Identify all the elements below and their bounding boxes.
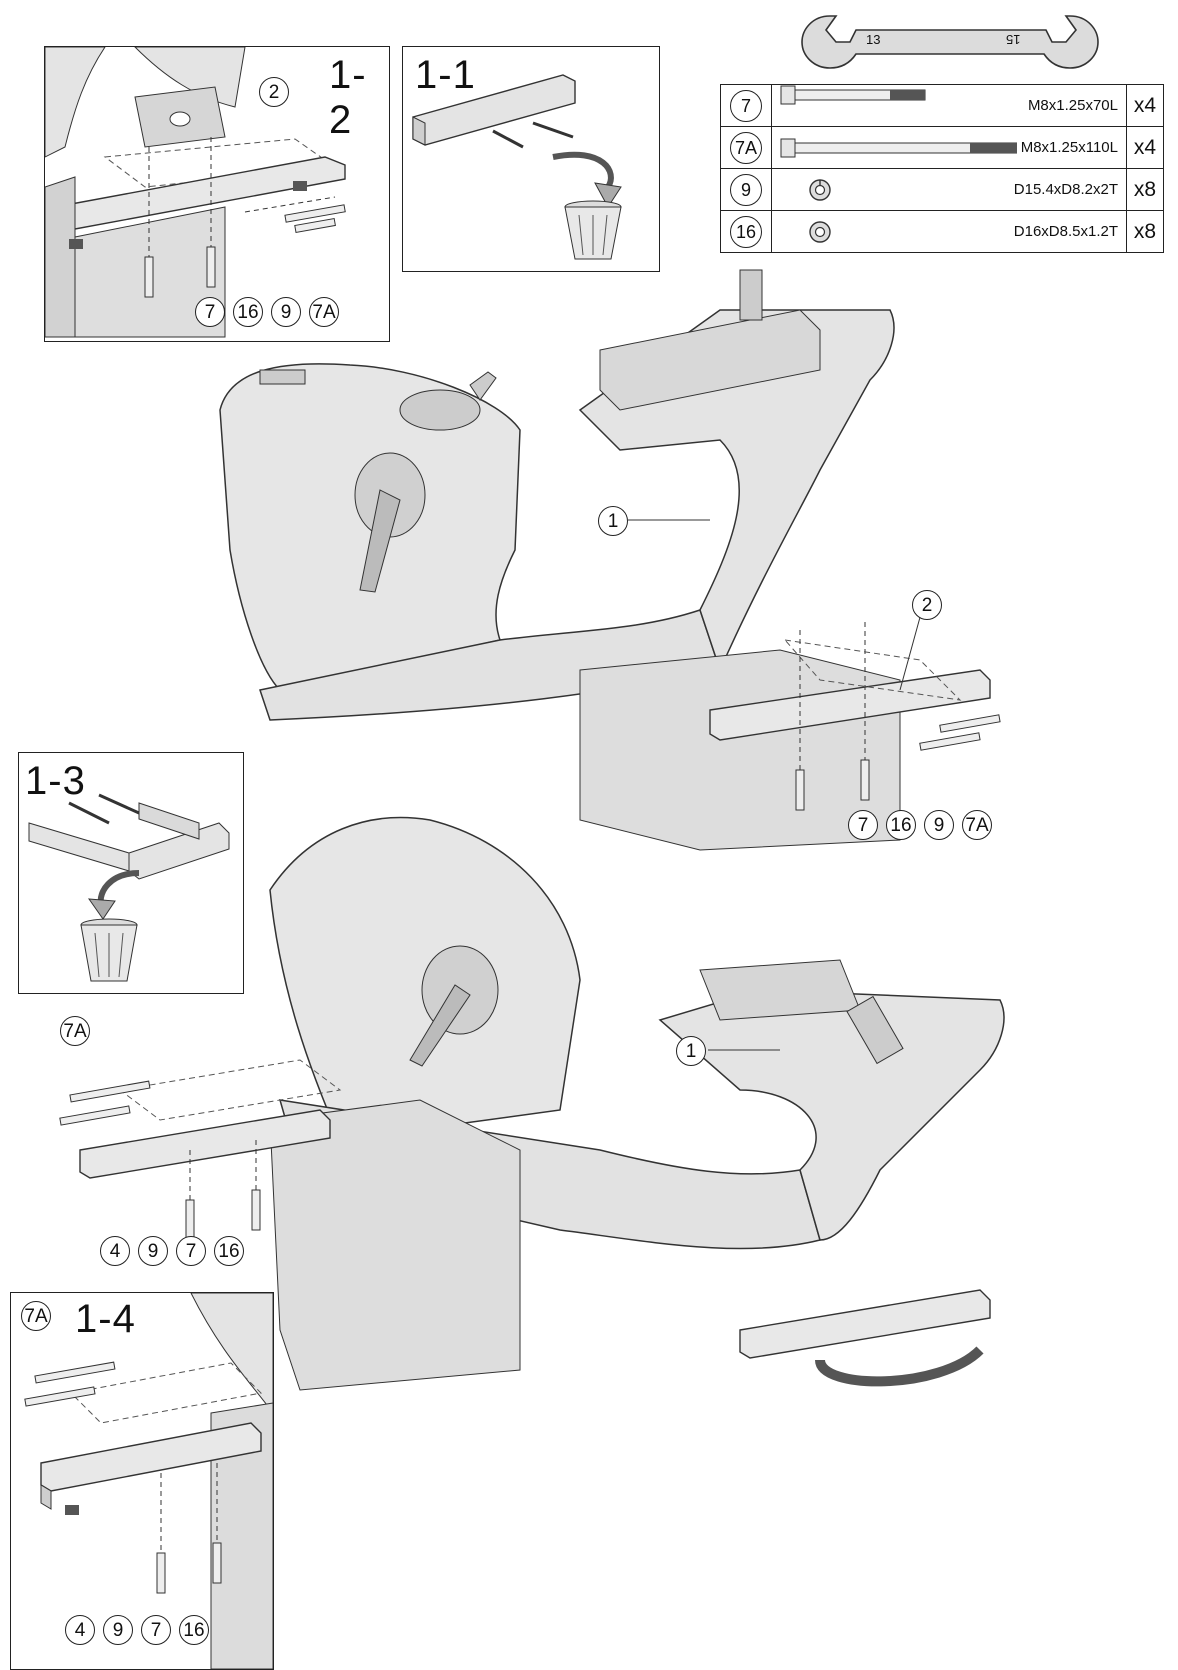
trash-bin-icon [564, 200, 622, 260]
callout-part-7: 7 [195, 297, 225, 327]
callout-part-16: 16 [214, 1236, 244, 1266]
step-1-3-panel: 1-3 [18, 752, 244, 994]
callout-part-2: 2 [259, 77, 289, 107]
callout-part-7: 7 [141, 1615, 171, 1645]
main-frame-assembly-top: 1 2 7 16 9 7A [200, 250, 1140, 860]
callout-part-4: 4 [65, 1615, 95, 1645]
callout-part-7: 7 [848, 810, 878, 840]
callout-part-9: 9 [271, 297, 301, 327]
hardware-row: 16 D16xD8.5x1.2T x8 [720, 210, 1164, 253]
callout-part-16: 16 [179, 1615, 209, 1645]
part-spec: D16xD8.5x1.2T [1009, 223, 1118, 240]
step-1-1-panel: 1-1 [402, 46, 660, 272]
step-label: 1-1 [415, 53, 476, 97]
part-number: 7 [730, 89, 762, 122]
spring-washer-icon [809, 179, 831, 201]
step-label: 1-2 [329, 53, 367, 142]
part-number: 16 [730, 215, 762, 248]
part-spec: M8x1.25x110L [1016, 139, 1118, 156]
hardware-row: 7 M8x1.25x70L x4 [720, 84, 1164, 127]
callout-part-7: 7 [176, 1236, 206, 1266]
part-spec: M8x1.25x70L [1023, 97, 1118, 114]
step-1-2-panel: 1-2 2 7 16 9 7A [44, 46, 390, 342]
rear-stabilizer-closeup-illustration [24, 1293, 273, 1669]
remove-transport-bar-illustration [412, 74, 622, 260]
callout-part-16: 16 [886, 810, 916, 840]
bolt-short-icon [780, 85, 926, 105]
bike-frame-illustration [219, 269, 1001, 851]
callout-part-7a: 7A [309, 297, 339, 327]
hardware-row: 9 D15.4xD8.2x2T x8 [720, 168, 1164, 211]
step-label: 1-4 [75, 1297, 136, 1341]
callout-part-2: 2 [912, 590, 942, 620]
callout-part-9: 9 [924, 810, 954, 840]
step-label: 1-3 [25, 759, 86, 803]
trash-bin-icon [80, 918, 138, 982]
callout-part-9: 9 [138, 1236, 168, 1266]
callout-part-9: 9 [103, 1615, 133, 1645]
flat-washer-icon [809, 221, 831, 243]
part-qty: x8 [1126, 210, 1164, 253]
wrench-size-15: 15 [1006, 32, 1021, 47]
bolt-long-icon [780, 138, 1018, 158]
wrench-illustration: 13 15 [800, 10, 1100, 74]
callout-part-4: 4 [100, 1236, 130, 1266]
hardware-table: 7 M8x1.25x70L x4 7A M8x1.25x110L x4 9 [720, 84, 1164, 253]
callout-part-1: 1 [598, 506, 628, 536]
bike-frame-front-illustration [59, 816, 1005, 1391]
wrench-icon [801, 15, 1099, 69]
part-qty: x4 [1126, 126, 1164, 169]
callout-part-7a: 7A [60, 1016, 90, 1046]
part-spec: D15.4xD8.2x2T [1009, 181, 1118, 198]
callout-part-7a: 7A [962, 810, 992, 840]
step-1-4-panel: 7A 1-4 4 9 7 16 [10, 1292, 274, 1670]
part-number: 7A [730, 131, 762, 164]
callout-part-16: 16 [233, 297, 263, 327]
callout-part-1: 1 [676, 1036, 706, 1066]
base-bracket-closeup-illustration [45, 47, 346, 338]
hardware-row: 7A M8x1.25x110L x4 [720, 126, 1164, 169]
wrench-size-13: 13 [866, 32, 881, 47]
part-number: 9 [730, 173, 762, 206]
main-frame-assembly-bottom: 7A 1 4 9 7 16 [40, 770, 1040, 1420]
part-qty: x4 [1126, 84, 1164, 127]
part-qty: x8 [1126, 168, 1164, 211]
remove-front-transport-bracket-illustration [28, 793, 230, 982]
callout-part-7a: 7A [21, 1301, 51, 1331]
